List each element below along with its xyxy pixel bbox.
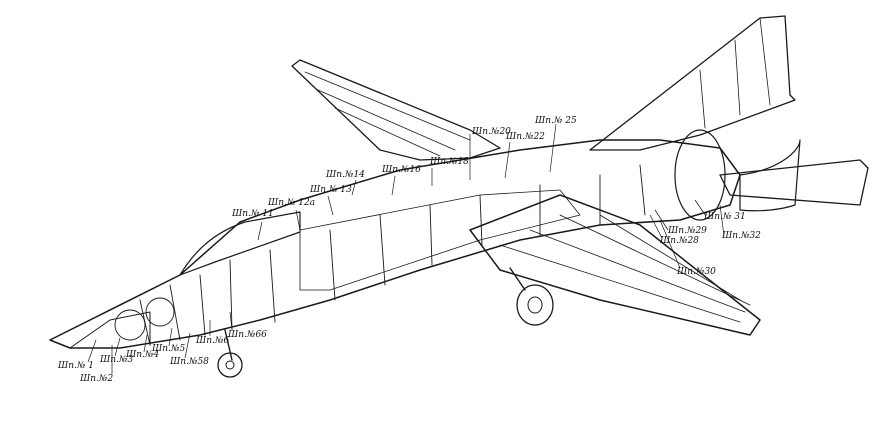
frame-label-5: Шп.№5 xyxy=(152,344,186,354)
lower-wing xyxy=(469,194,761,336)
upper-wing xyxy=(291,59,501,161)
frame-label-18: Шп.№18 xyxy=(430,157,469,167)
frame-label-32: Шп.№32 xyxy=(722,231,761,241)
frame-label-20: Шп.№20 xyxy=(472,127,511,137)
frame-label-25: Шп.№ 25 xyxy=(535,116,577,126)
frame-label-11: Шп.№ 11 xyxy=(232,209,274,219)
frame-label-16: Шп.№16 xyxy=(382,165,421,175)
frame-label-29: Шп.№29 xyxy=(668,226,707,236)
main-landing-gear xyxy=(509,267,554,326)
frame-label-4: Шп.№4 xyxy=(126,350,160,360)
leader-lines xyxy=(87,123,725,374)
horizontal-stabilizer xyxy=(719,159,869,206)
frame-label-6: Шп.№6 xyxy=(196,336,230,346)
frame-label-22: Шп.№22 xyxy=(506,132,545,142)
frame-label-14: Шп.№14 xyxy=(326,170,365,180)
frame-label-30: Шп.№30 xyxy=(677,267,716,277)
frame-label-2: Шп.№2 xyxy=(80,374,114,384)
nose-landing-gear xyxy=(217,329,243,378)
frame-label-66: Шп.№66 xyxy=(228,330,267,340)
frame-label-3: Шп.№3 xyxy=(100,355,134,365)
frame-label-12a: Шп.№ 12а xyxy=(268,198,316,208)
vertical-tail xyxy=(589,15,796,151)
frame-label-28: Шп.№28 xyxy=(660,236,699,246)
frame-label-1: Шп.№ 1 xyxy=(58,361,95,371)
frame-label-58: Шп.№58 xyxy=(170,357,209,367)
frame-label-13: Шп.№ 13 xyxy=(310,185,352,195)
frame-label-31: Шп.№ 31 xyxy=(704,212,746,222)
